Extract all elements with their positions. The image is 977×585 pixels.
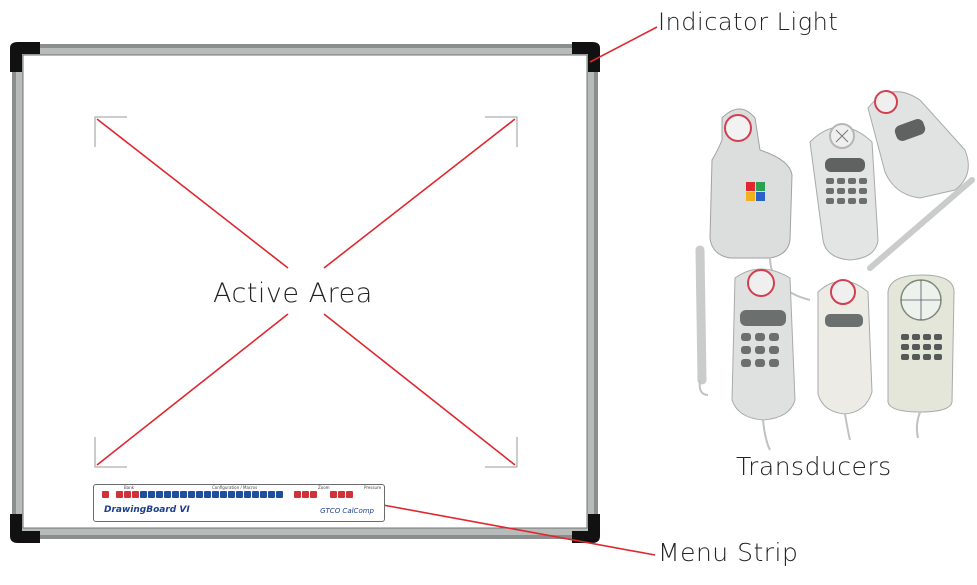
menu-key-macro-6	[180, 491, 187, 498]
menu-key-macro-1	[140, 491, 147, 498]
4-button-cursor-icon	[868, 91, 968, 198]
menu-key-macro-3	[156, 491, 163, 498]
transducers-label: Transducers	[736, 452, 892, 481]
menu-section-label: Pressure	[364, 485, 381, 490]
menu-key-macro-5	[172, 491, 179, 498]
menu-key-macro-2	[148, 491, 155, 498]
cursor-with-crosshair-icon	[818, 275, 954, 440]
menu-section-label: Zoom	[318, 485, 330, 490]
indicator-light-label: Indicator Light	[658, 8, 838, 36]
menu-key-setup	[102, 491, 109, 498]
menu-key-zoom-a	[294, 491, 301, 498]
menu-strip-label: Menu Strip	[658, 538, 798, 567]
12-button-cursor-icon	[732, 269, 795, 450]
active-area-label: Active Area	[213, 278, 373, 309]
menu-key-macro-13	[236, 491, 243, 498]
menu-key-macro-8	[196, 491, 203, 498]
menu-key-macro-4	[164, 491, 171, 498]
menu-key-zoom-c	[310, 491, 317, 498]
menu-key-macro-10	[212, 491, 219, 498]
menu-key-macro-15	[252, 491, 259, 498]
menu-key-macro-9	[204, 491, 211, 498]
indicator-light-leader	[590, 27, 657, 62]
menu-key-bank-c	[132, 491, 139, 498]
menu-section-label: Bank	[124, 485, 134, 490]
menu-key-macro-7	[188, 491, 195, 498]
menu-key-macro-14	[244, 491, 251, 498]
menu-key-macro-16	[260, 491, 267, 498]
transducers-illustration	[700, 91, 972, 450]
16-button-cursor-icon	[810, 124, 878, 260]
menu-strip-brand: DrawingBoard VI	[104, 505, 190, 515]
menu-key-bank-a	[116, 491, 123, 498]
menu-strip-maker: GTCO CalComp	[320, 507, 374, 515]
menu-key-pressure-a	[330, 491, 337, 498]
menu-key-zoom-b	[302, 491, 309, 498]
menu-key-macro-12	[228, 491, 235, 498]
menu-section-label: Configuration / Macros	[212, 485, 257, 490]
menu-key-pressure-b	[338, 491, 345, 498]
menu-key-pressure-c	[346, 491, 353, 498]
menu-key-macro-18	[276, 491, 283, 498]
menu-key-macro-11	[220, 491, 227, 498]
menu-key-macro-17	[268, 491, 275, 498]
menu-key-bank-b	[124, 491, 131, 498]
